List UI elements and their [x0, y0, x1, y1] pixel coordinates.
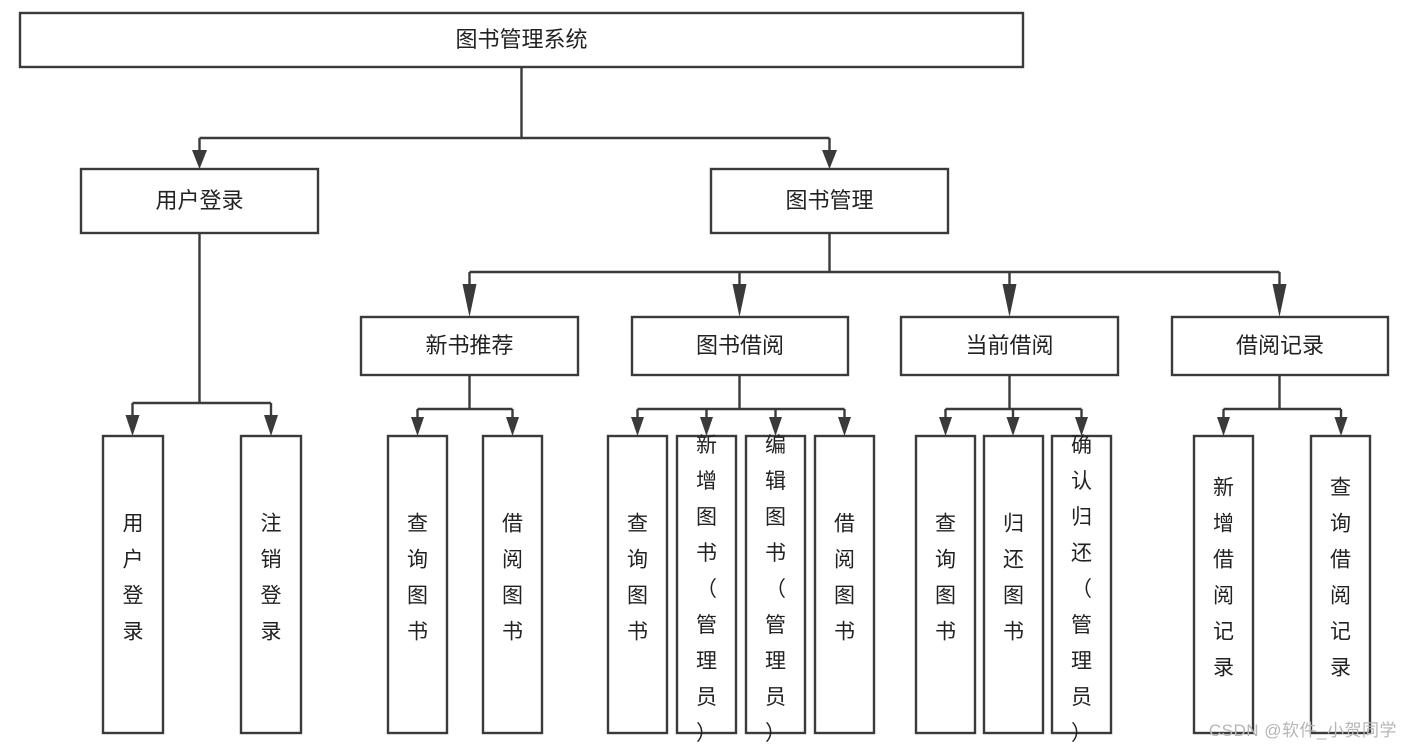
node-bookmgmt-label: 图书管理 [785, 188, 873, 213]
node-leaf8-label: 借阅图书 [834, 513, 855, 644]
node-borrow[interactable]: 图书借阅 [630, 315, 850, 377]
arrow-head-leaf12 [1217, 417, 1230, 436]
node-leaf5[interactable]: 查询图书 [606, 434, 669, 735]
node-leaf4-box[interactable] [481, 434, 544, 735]
node-leaf1-box[interactable] [101, 434, 165, 735]
arrow-head-leaf11 [1075, 417, 1088, 436]
node-leaf11-label: 确认归还（管理员） [1071, 434, 1092, 745]
node-leaf3-label: 查询图书 [407, 513, 428, 644]
node-leaf3[interactable]: 查询图书 [386, 434, 449, 735]
csdn-watermark: CSDN @软件_小贺同学 [1208, 721, 1397, 740]
node-leaf10-box[interactable] [982, 434, 1045, 735]
node-leaf3-box[interactable] [386, 434, 449, 735]
node-newbook-box[interactable] [359, 315, 580, 377]
arrow-head-records [1272, 284, 1287, 317]
node-root-box[interactable] [18, 11, 1025, 69]
node-leaf2-label: 注销登录 [261, 513, 282, 644]
node-leaf11-box[interactable] [1050, 434, 1113, 735]
arrow-head-leaf4 [506, 417, 519, 436]
node-leaf4-label: 借阅图书 [502, 513, 523, 644]
node-root-label: 图书管理系统 [455, 27, 587, 52]
node-login-box[interactable] [79, 167, 320, 235]
arrow-head-leaf13 [1334, 417, 1348, 436]
node-leaf5-label: 查询图书 [627, 513, 648, 644]
arrow-head-leaf5 [631, 417, 644, 436]
arrow-head-leaf9 [939, 417, 952, 436]
node-leaf1[interactable]: 用户登录 [101, 434, 165, 735]
node-bookmgmt[interactable]: 图书管理 [709, 167, 950, 235]
node-leaf11[interactable]: 确认归还（管理员） [1050, 434, 1113, 745]
node-current[interactable]: 当前借阅 [899, 315, 1120, 377]
node-records[interactable]: 借阅记录 [1170, 315, 1390, 377]
arrow-head-borrow [732, 284, 747, 317]
node-newbook[interactable]: 新书推荐 [359, 315, 580, 377]
node-records-box[interactable] [1170, 315, 1390, 377]
arrow-head-leaf6 [700, 417, 713, 436]
node-leaf5-box[interactable] [606, 434, 669, 735]
node-leaf13-box[interactable] [1309, 434, 1372, 735]
arrow-head-leaf2 [264, 415, 278, 436]
node-login[interactable]: 用户登录 [79, 167, 320, 235]
arrow-head-to-login [192, 150, 207, 169]
node-newbook-label: 新书推荐 [425, 333, 513, 358]
node-leaf8-box[interactable] [813, 434, 876, 735]
arrow-head-leaf10 [1006, 417, 1020, 436]
node-root[interactable]: 图书管理系统 [18, 11, 1025, 69]
node-leaf8[interactable]: 借阅图书 [813, 434, 876, 735]
node-leaf10-label: 归还图书 [1003, 513, 1024, 644]
node-leaf9[interactable]: 查询图书 [914, 434, 977, 735]
node-leaf13-label: 查询借阅记录 [1330, 477, 1351, 680]
node-borrow-label: 图书借阅 [696, 333, 784, 358]
node-leaf6-label: 新增图书（管理员） [696, 434, 717, 745]
node-leaf10[interactable]: 归还图书 [982, 434, 1045, 735]
node-leaf7-label: 编辑图书（管理员） [765, 434, 786, 745]
node-current-label: 当前借阅 [965, 333, 1053, 358]
node-leaf2[interactable]: 注销登录 [239, 434, 303, 735]
arrow-head-current [1002, 284, 1017, 317]
arrow-head-leaf7 [769, 417, 782, 436]
node-login-label: 用户登录 [155, 188, 243, 213]
node-leaf7-box[interactable] [744, 434, 807, 735]
node-leaf6[interactable]: 新增图书（管理员） [675, 434, 738, 745]
node-leaf2-box[interactable] [239, 434, 303, 735]
node-bookmgmt-box[interactable] [709, 167, 950, 235]
node-leaf9-box[interactable] [914, 434, 977, 735]
node-leaf13[interactable]: 查询借阅记录 [1309, 434, 1372, 735]
arrow-head-to-bookmgmt [822, 150, 837, 169]
node-current-box[interactable] [899, 315, 1120, 377]
arrow-head-leaf1 [125, 415, 140, 436]
node-borrow-box[interactable] [630, 315, 850, 377]
arrow-head-leaf3 [411, 417, 424, 436]
arrow-head-leaf8 [838, 417, 851, 436]
arrow-head-newbook [462, 284, 477, 317]
node-leaf9-label: 查询图书 [935, 513, 956, 644]
node-leaf12-box[interactable] [1192, 434, 1255, 735]
node-leaf12[interactable]: 新增借阅记录 [1192, 434, 1255, 735]
node-leaf4[interactable]: 借阅图书 [481, 434, 544, 735]
node-records-label: 借阅记录 [1236, 333, 1324, 358]
node-leaf6-box[interactable] [675, 434, 738, 735]
node-leaf1-label: 用户登录 [123, 513, 144, 644]
node-leaf12-label: 新增借阅记录 [1213, 477, 1234, 680]
connector-layer [125, 67, 1348, 436]
node-leaf7[interactable]: 编辑图书（管理员） [744, 434, 807, 745]
